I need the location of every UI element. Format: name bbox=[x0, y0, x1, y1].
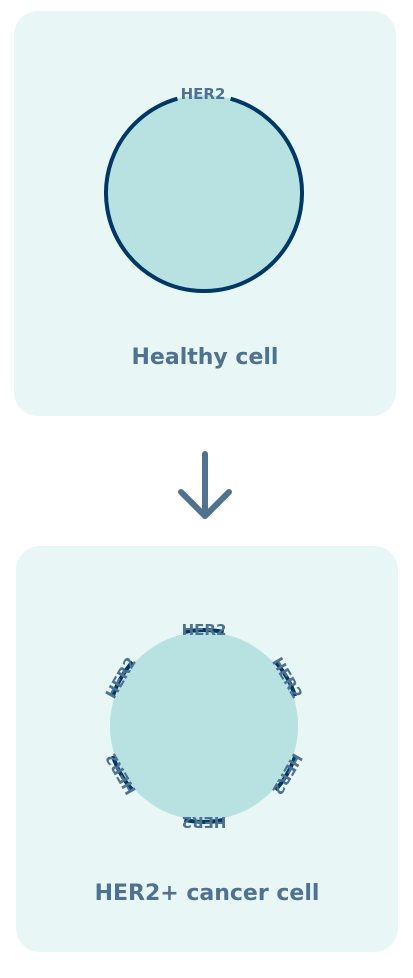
healthy-cell-diagram: HER2 bbox=[104, 85, 304, 293]
healthy-cell-panel: HER2 Healthy cell bbox=[14, 11, 396, 416]
her2-label: HER2 bbox=[182, 621, 227, 639]
cancer-cell-body bbox=[110, 632, 298, 820]
healthy-cell-caption: Healthy cell bbox=[131, 345, 279, 370]
arrow-down-icon bbox=[178, 451, 232, 519]
healthy-cell-body bbox=[106, 95, 302, 291]
her2-label: HER2 bbox=[182, 813, 227, 831]
cancer-cell-caption: HER2+ cancer cell bbox=[94, 881, 320, 906]
healthy-cell-membrane bbox=[104, 96, 304, 293]
her2-label: HER2 bbox=[181, 85, 226, 103]
cancer-cell-membrane bbox=[106, 628, 302, 824]
